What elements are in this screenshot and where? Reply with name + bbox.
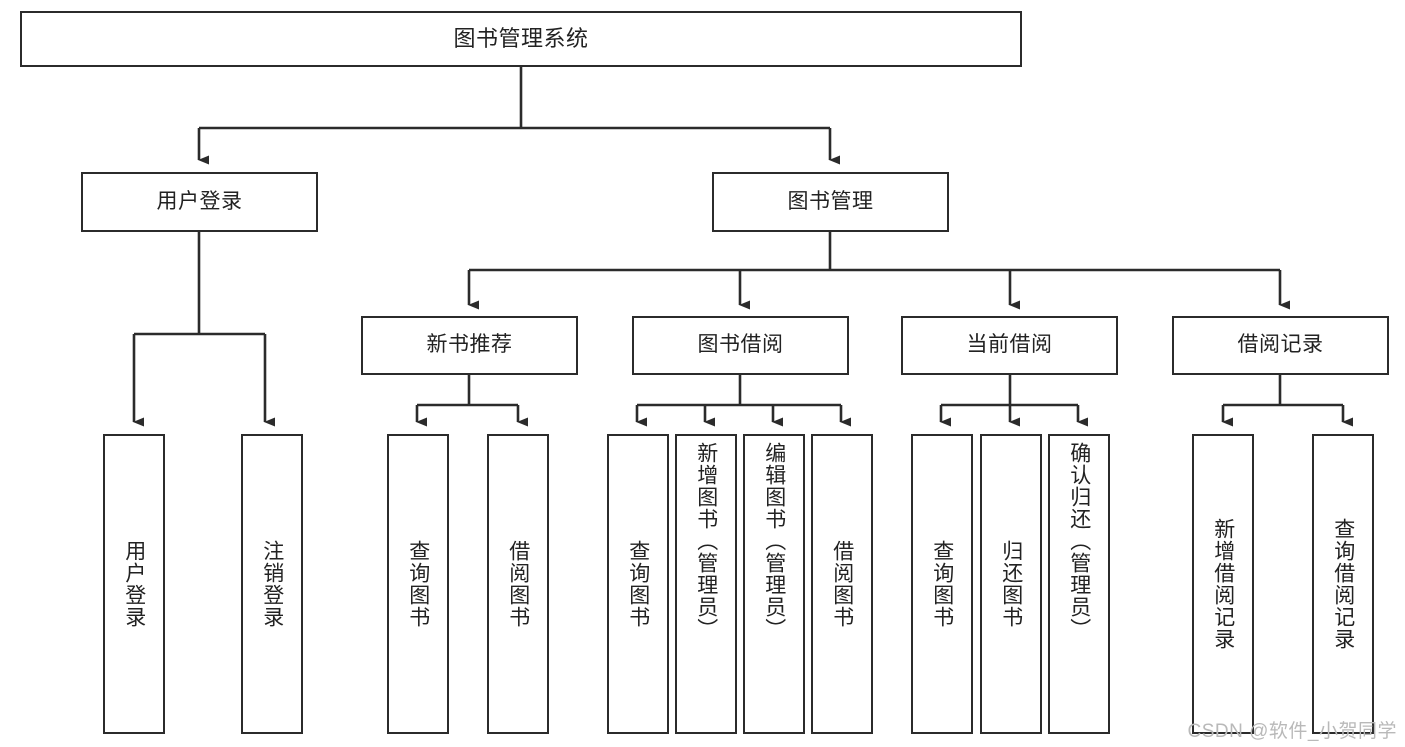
node-leaf-query-record[interactable]: 查询借阅记录 [1312,434,1374,734]
node-leaf-query-book-1-label: 查询图书 [406,540,430,628]
node-current-borrow-label: 当前借阅 [966,333,1053,357]
node-leaf-confirm-return-label: 确认归还（管理员） [1067,442,1091,640]
node-new-book-recommend-label: 新书推荐 [426,333,513,357]
node-leaf-borrow-book-1[interactable]: 借阅图书 [487,434,549,734]
node-leaf-logout-login[interactable]: 注销登录 [241,434,303,734]
node-user-login[interactable]: 用户登录 [81,172,318,232]
node-root-label: 图书管理系统 [453,26,589,52]
node-new-book-recommend[interactable]: 新书推荐 [361,316,578,375]
node-leaf-confirm-return[interactable]: 确认归还（管理员） [1048,434,1110,734]
node-user-login-label: 用户登录 [156,189,243,213]
node-leaf-user-login[interactable]: 用户登录 [103,434,165,734]
node-leaf-query-book-3-label: 查询图书 [930,540,954,628]
node-leaf-edit-book-label: 编辑图书（管理员） [762,442,786,640]
node-leaf-borrow-book-2-label: 借阅图书 [830,540,854,628]
node-book-borrow[interactable]: 图书借阅 [632,316,849,375]
node-root[interactable]: 图书管理系统 [20,11,1022,67]
node-leaf-user-login-label: 用户登录 [122,540,146,628]
node-leaf-edit-book[interactable]: 编辑图书（管理员） [743,434,805,734]
watermark-text: CSDN @软件_小贺同学 [1187,721,1397,742]
node-leaf-add-book[interactable]: 新增图书（管理员） [675,434,737,734]
node-leaf-add-record[interactable]: 新增借阅记录 [1192,434,1254,734]
node-leaf-borrow-book-1-label: 借阅图书 [506,540,530,628]
node-borrow-record[interactable]: 借阅记录 [1172,316,1389,375]
node-leaf-return-book[interactable]: 归还图书 [980,434,1042,734]
node-leaf-add-book-label: 新增图书（管理员） [694,442,718,640]
node-book-management-label: 图书管理 [787,189,874,213]
node-leaf-query-book-2[interactable]: 查询图书 [607,434,669,734]
node-book-borrow-label: 图书借阅 [697,333,784,357]
node-current-borrow[interactable]: 当前借阅 [901,316,1118,375]
node-leaf-logout-login-label: 注销登录 [260,540,284,628]
node-leaf-query-record-label: 查询借阅记录 [1331,518,1355,650]
node-borrow-record-label: 借阅记录 [1237,333,1324,357]
node-leaf-query-book-2-label: 查询图书 [626,540,650,628]
node-leaf-borrow-book-2[interactable]: 借阅图书 [811,434,873,734]
node-leaf-add-record-label: 新增借阅记录 [1211,518,1235,650]
node-book-management[interactable]: 图书管理 [712,172,949,232]
node-leaf-return-book-label: 归还图书 [999,540,1023,628]
node-leaf-query-book-3[interactable]: 查询图书 [911,434,973,734]
node-leaf-query-book-1[interactable]: 查询图书 [387,434,449,734]
